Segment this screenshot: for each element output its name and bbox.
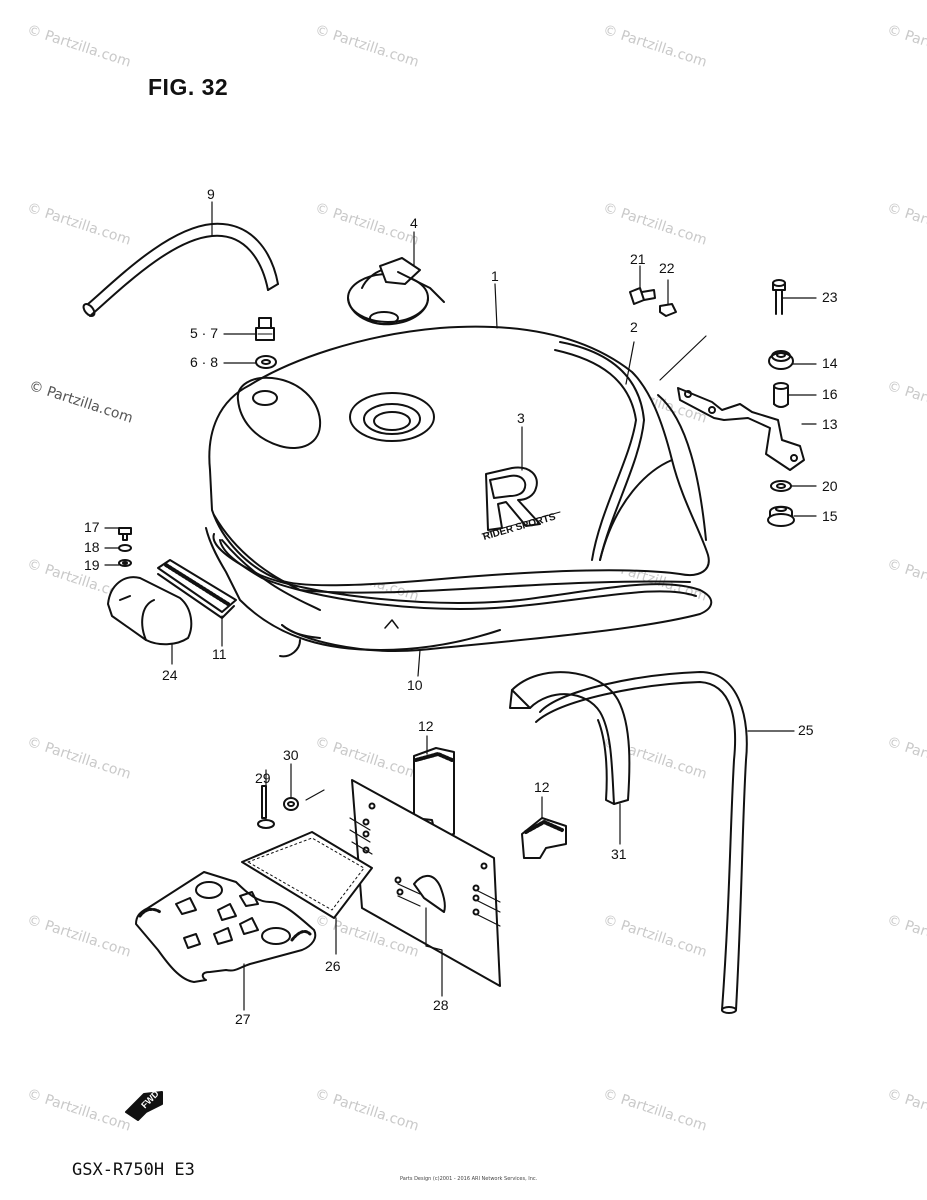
fuel-hose-drawing	[82, 222, 279, 317]
leader-lines	[104, 201, 817, 1011]
part-label: 20	[822, 478, 838, 494]
part-label: 14	[822, 355, 838, 371]
panel-drawing	[349, 779, 501, 987]
part-label: 17	[84, 519, 100, 535]
part-label: 6 · 8	[190, 354, 219, 370]
part-label: 16	[822, 386, 838, 402]
part-label: 24	[162, 667, 178, 683]
part-label: 15	[822, 508, 838, 524]
part-label: 26	[325, 958, 341, 974]
part-label: 5 · 7	[190, 325, 219, 341]
part-label: 4	[410, 215, 418, 231]
sheet-drawing	[241, 831, 373, 919]
mount-bracket-drawing	[659, 335, 805, 527]
part-label: 29	[255, 770, 271, 786]
part-label: 3	[517, 410, 525, 426]
part-label: 27	[235, 1011, 251, 1027]
part-label: 12	[534, 779, 550, 795]
part-label: 2	[630, 319, 638, 335]
part-label: 18	[84, 539, 100, 555]
part-label: 23	[822, 289, 838, 305]
part-label: 1	[491, 268, 499, 284]
part-label: 12	[418, 718, 434, 734]
part-label: 11	[212, 646, 227, 662]
part-label: 25	[798, 722, 814, 738]
figure-title: FIG. 32	[148, 74, 229, 100]
heat-shield-drawing	[413, 747, 567, 859]
side-cushions-drawing	[107, 527, 237, 646]
fitting-drawing	[255, 317, 277, 369]
model-code: GSX-R750H E3	[72, 1160, 195, 1180]
fuel-tank-drawing	[205, 325, 710, 658]
base-plate-drawing	[135, 871, 317, 983]
part-label: 19	[84, 557, 100, 573]
part-label: 30	[283, 747, 299, 763]
part-label: 31	[611, 846, 627, 862]
fuel-cap-drawing	[347, 257, 445, 326]
fasteners-drawing	[629, 279, 786, 317]
copyright-notice: Parts Design (c)2001 - 2016 ARI Network …	[400, 1176, 538, 1182]
fwd-arrow-drawing	[125, 1091, 163, 1121]
part-label: 22	[659, 260, 675, 276]
part-label: 21	[630, 251, 646, 267]
part-label: 28	[433, 997, 449, 1013]
part-label: 13	[822, 416, 838, 432]
part-label: 9	[207, 186, 215, 202]
strip-and-hose-drawing	[509, 671, 748, 1014]
part-label: 10	[407, 677, 423, 693]
